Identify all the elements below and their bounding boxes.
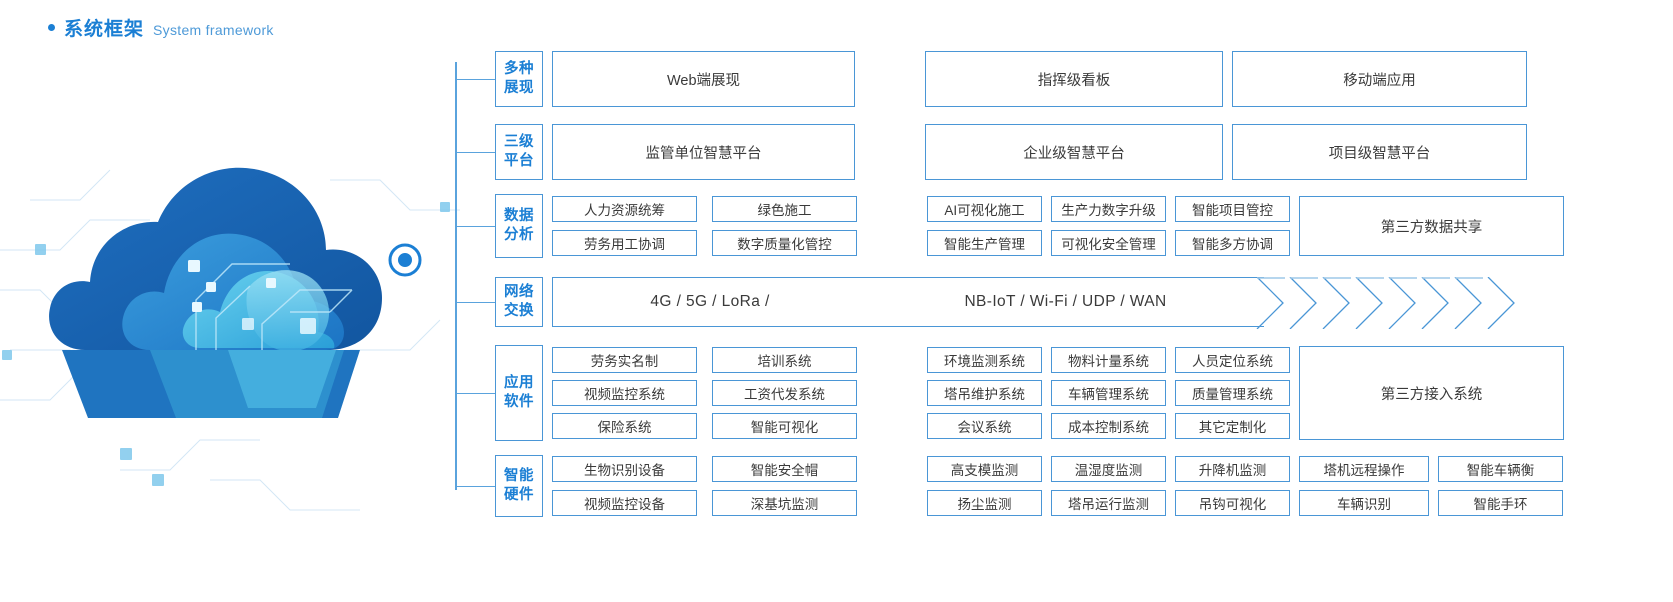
row-label-data-analysis: 数据 分析 [495,194,543,258]
cell-cost-control-system[interactable]: 成本控制系统 [1051,413,1166,439]
cell-supervision-platform[interactable]: 监管单位智慧平台 [552,124,855,180]
row-label-line: 数据 [504,208,534,224]
page-title-zh: 系统框架 [64,19,145,40]
cell-insurance-system[interactable]: 保险系统 [552,413,697,439]
cell-video-surveillance-system[interactable]: 视频监控系统 [552,380,697,406]
connector-tick-3 [455,226,495,227]
row-label-platform: 三级 平台 [495,124,543,180]
cell-third-party-data-sharing[interactable]: 第三方数据共享 [1299,196,1564,256]
group-data-mid: AI可视化施工 生产力数字升级 智能项目管控 智能生产管理 可视化安全管理 智能… [927,194,1290,258]
row-presentation: 多种 展现 Web端展现 指挥级看板 移动端应用 [495,51,1527,107]
cell-vehicle-recognition[interactable]: 车辆识别 [1299,490,1429,516]
cell-vehicle-management[interactable]: 车辆管理系统 [1051,380,1166,406]
row-platform: 三级 平台 监管单位智慧平台 企业级智慧平台 项目级智慧平台 [495,124,1527,180]
network-chevron-arrows [1255,276,1525,334]
cell-hr-coordination[interactable]: 人力资源统筹 [552,196,697,222]
cell-smart-production-mgmt[interactable]: 智能生产管理 [927,230,1042,256]
cell-tower-crane-remote[interactable]: 塔机远程操作 [1299,456,1429,482]
group-hw-right: 塔机远程操作 智能车辆衡 车辆识别 智能手环 [1299,455,1563,517]
row-label-line: 平台 [504,153,534,169]
row-label-line: 应用 [504,375,534,391]
cell-mobile-app[interactable]: 移动端应用 [1232,51,1527,107]
row-label-line: 三级 [504,134,534,150]
cell-payroll-agency-system[interactable]: 工资代发系统 [712,380,857,406]
cell-video-surveillance-device[interactable]: 视频监控设备 [552,490,697,516]
cell-training-system[interactable]: 培训系统 [712,347,857,373]
cell-smart-helmet[interactable]: 智能安全帽 [712,456,857,482]
row-label-line: 智能 [504,468,534,484]
cell-digital-quality-control[interactable]: 数字质量化管控 [712,230,857,256]
connector-tick-4 [455,302,495,303]
cloud-illustration [0,50,470,550]
cell-green-construction[interactable]: 绿色施工 [712,196,857,222]
cell-environment-monitoring[interactable]: 环境监测系统 [927,347,1042,373]
page-title: 系统框架 System framework [48,14,274,41]
row-label-line: 软件 [504,394,534,410]
row-label-line: 多种 [504,61,534,77]
group-data-left: 人力资源统筹 绿色施工 劳务用工协调 数字质量化管控 [552,194,857,258]
row-label-smart-hardware: 智能 硬件 [495,455,543,517]
page-title-en: System framework [153,22,274,38]
network-band[interactable]: 4G / 5G / LoRa / NB-IoT / Wi-Fi / UDP / … [552,277,1264,327]
cell-smart-weighbridge[interactable]: 智能车辆衡 [1438,456,1563,482]
cell-personnel-positioning[interactable]: 人员定位系统 [1175,347,1290,373]
cell-meeting-system[interactable]: 会议系统 [927,413,1042,439]
cell-crane-maintenance[interactable]: 塔吊维护系统 [927,380,1042,406]
cell-deep-foundation-monitoring[interactable]: 深基坑监测 [712,490,857,516]
cell-dust-monitoring[interactable]: 扬尘监测 [927,490,1042,516]
group-app-left: 劳务实名制 培训系统 视频监控系统 工资代发系统 保险系统 智能可视化 [552,345,857,441]
cell-labor-real-name[interactable]: 劳务实名制 [552,347,697,373]
cell-material-metering[interactable]: 物料计量系统 [1051,347,1166,373]
row-label-line: 网络 [504,284,534,300]
cell-hook-visualization[interactable]: 吊钩可视化 [1175,490,1290,516]
row-data-analysis: 数据 分析 人力资源统筹 绿色施工 劳务用工协调 数字质量化管控 AI可视化施工… [495,194,1564,258]
connector-spine [455,62,457,490]
cell-biometric-device[interactable]: 生物识别设备 [552,456,697,482]
cell-visual-safety-mgmt[interactable]: 可视化安全管理 [1051,230,1166,256]
cell-smart-wristband[interactable]: 智能手环 [1438,490,1563,516]
connector-tick-2 [455,152,495,153]
row-label-line: 分析 [504,227,534,243]
cell-temp-humidity-monitoring[interactable]: 温湿度监测 [1051,456,1166,482]
connector-tick-5 [455,393,495,394]
cell-third-party-access-system[interactable]: 第三方接入系统 [1299,346,1564,440]
row-network-exchange: 网络 交换 [495,277,543,327]
bullet-dot-icon [48,24,55,31]
group-hw-left: 生物识别设备 智能安全帽 视频监控设备 深基坑监测 [552,455,857,517]
connector-tick-1 [455,79,495,80]
row-label-application-software: 应用 软件 [495,345,543,441]
connector-tick-6 [455,486,495,487]
row-label-line: 交换 [504,303,534,319]
cell-smart-multiparty-coord[interactable]: 智能多方协调 [1175,230,1290,256]
row-label-presentation: 多种 展现 [495,51,543,107]
row-smart-hardware: 智能 硬件 生物识别设备 智能安全帽 视频监控设备 深基坑监测 高支模监测 温湿… [495,455,1563,517]
cell-high-formwork-monitoring[interactable]: 高支模监测 [927,456,1042,482]
cell-other-customization[interactable]: 其它定制化 [1175,413,1290,439]
cell-web-display[interactable]: Web端展现 [552,51,855,107]
cell-smart-project-control[interactable]: 智能项目管控 [1175,196,1290,222]
group-data-right: 第三方数据共享 [1299,194,1564,258]
row-label-line: 展现 [504,80,534,96]
cell-elevator-monitoring[interactable]: 升降机监测 [1175,456,1290,482]
row-application-software: 应用 软件 劳务实名制 培训系统 视频监控系统 工资代发系统 保险系统 智能可视… [495,345,1564,441]
network-band-label-1: 4G / 5G / LoRa / [650,293,770,310]
cell-ai-visual-construction[interactable]: AI可视化施工 [927,196,1042,222]
cell-enterprise-platform[interactable]: 企业级智慧平台 [925,124,1223,180]
group-app-right: 第三方接入系统 [1299,345,1564,441]
cell-productivity-upgrade[interactable]: 生产力数字升级 [1051,196,1166,222]
cell-command-dashboard[interactable]: 指挥级看板 [925,51,1223,107]
cell-labor-coordination[interactable]: 劳务用工协调 [552,230,697,256]
network-band-label-2: NB-IoT / Wi-Fi / UDP / WAN [964,293,1167,310]
row-label-line: 硬件 [504,487,534,503]
cell-project-platform[interactable]: 项目级智慧平台 [1232,124,1527,180]
row-label-network-exchange: 网络 交换 [495,277,543,327]
cell-crane-operation-monitoring[interactable]: 塔吊运行监测 [1051,490,1166,516]
group-app-mid: 环境监测系统 物料计量系统 人员定位系统 塔吊维护系统 车辆管理系统 质量管理系… [927,345,1290,441]
cell-quality-management[interactable]: 质量管理系统 [1175,380,1290,406]
group-hw-mid: 高支模监测 温湿度监测 升降机监测 扬尘监测 塔吊运行监测 吊钩可视化 [927,455,1290,517]
cell-smart-visualization[interactable]: 智能可视化 [712,413,857,439]
